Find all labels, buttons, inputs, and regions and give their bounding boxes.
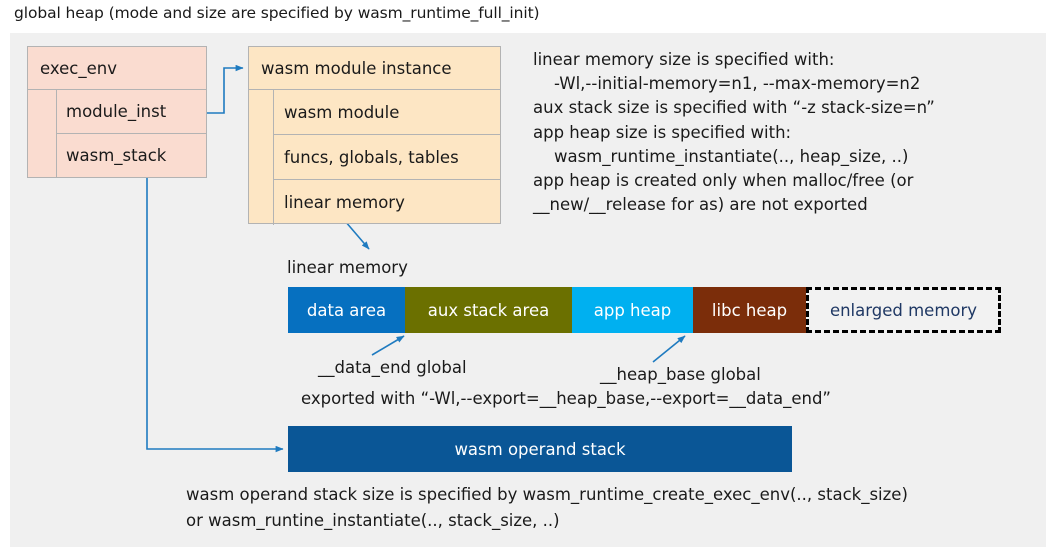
page-title: global heap (mode and size are specified… — [14, 4, 540, 22]
annotation-heap-base: __heap_base global — [600, 365, 761, 384]
memory-segment-aux-stack-area: aux stack area — [405, 287, 572, 333]
annotation-data-end: __data_end global — [318, 358, 467, 377]
exec-env-title: exec_env — [28, 47, 206, 90]
linear-memory-notes: linear memory size is specified with: -W… — [533, 50, 935, 215]
wasm-module-instance-title: wasm module instance — [249, 47, 500, 90]
exec-env-box: exec_env module_inst wasm_stack — [27, 46, 207, 178]
wasm-operand-stack-box: wasm operand stack — [288, 426, 792, 472]
module-instance-field-linear-memory: linear memory — [273, 180, 500, 225]
annotation-exported-with: exported with “-Wl,--export=__heap_base,… — [301, 389, 831, 408]
operand-stack-notes: wasm operand stack size is specified by … — [186, 485, 908, 530]
memory-segment-data-area: data area — [288, 287, 405, 333]
exec-env-field-wasm-stack: wasm_stack — [56, 134, 206, 178]
module-instance-field-wasm-module: wasm module — [273, 90, 500, 135]
memory-segment-libc-heap: libc heap — [693, 287, 806, 333]
memory-segment-app-heap: app heap — [572, 287, 693, 333]
memory-segment-enlarged-memory: enlarged memory — [806, 287, 1001, 333]
module-instance-field-funcs-globals-tables: funcs, globals, tables — [273, 135, 500, 180]
wasm-module-instance-box: wasm module instance wasm module funcs, … — [248, 46, 501, 225]
exec-env-field-module-inst: module_inst — [56, 90, 206, 134]
linear-memory-bar-label: linear memory — [287, 258, 408, 277]
